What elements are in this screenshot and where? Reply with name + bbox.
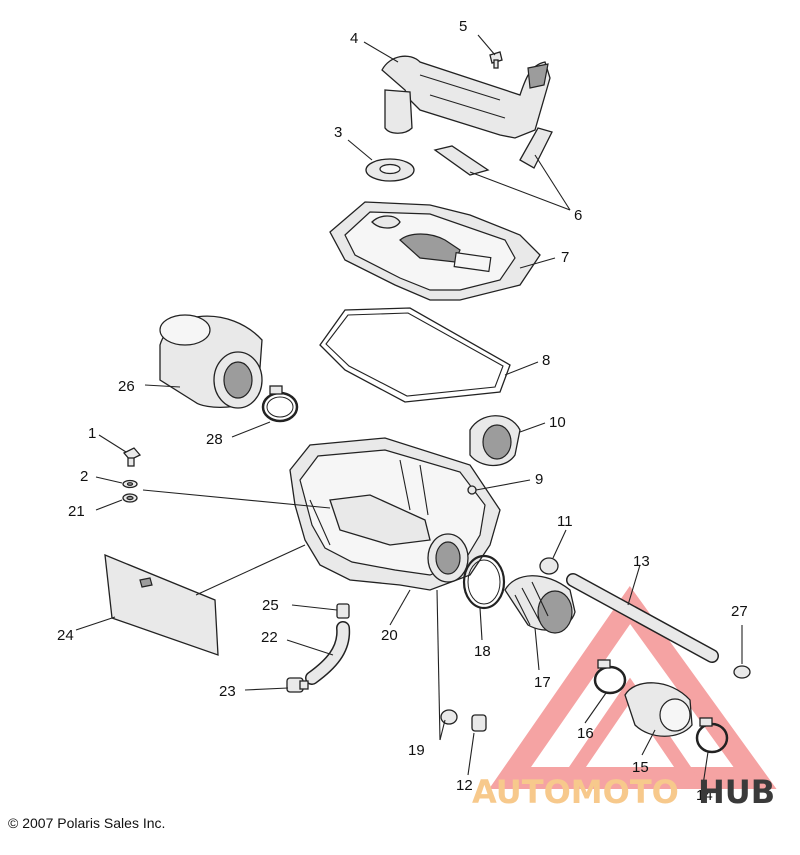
callout-10: 10	[549, 414, 566, 431]
part-8-gasket	[319, 307, 511, 403]
part-7-airbox-lid	[329, 201, 541, 301]
part-23-drain-valve	[286, 677, 309, 693]
callout-9: 9	[535, 471, 543, 488]
callout-3: 3	[334, 124, 342, 141]
callout-22: 22	[261, 629, 278, 646]
watermark-text: AUTOMOTO HUB	[472, 773, 775, 811]
callout-27: 27	[731, 603, 748, 620]
part-16-clamp	[593, 659, 627, 695]
part-26-air-filter	[159, 314, 263, 409]
part-9-screw	[467, 485, 477, 495]
callout-21: 21	[68, 503, 85, 520]
callout-6: 6	[574, 207, 582, 224]
callout-24: 24	[57, 627, 74, 644]
part-28-clamp	[261, 385, 299, 423]
callout-13: 13	[633, 553, 650, 570]
part-22-hose	[305, 621, 351, 685]
part-5-screw	[489, 51, 503, 69]
part-13-tube	[566, 573, 719, 663]
callout-14: 14	[696, 787, 713, 804]
part-19-grommet	[440, 709, 458, 725]
callout-1: 1	[88, 425, 96, 442]
watermark-text-a: AUTOMOTO	[472, 773, 679, 811]
callout-12: 12	[456, 777, 473, 794]
callout-7: 7	[561, 249, 569, 266]
part-15-coupler	[624, 682, 693, 737]
callout-25: 25	[262, 597, 279, 614]
callout-labels: 1 2 3 4 5 6 7 8 9 10 11 12 13 14 15 16 1…	[57, 18, 748, 804]
callout-17: 17	[534, 674, 551, 691]
part-25-clamp	[336, 603, 350, 619]
part-6-foam-pads	[433, 127, 553, 176]
callout-26: 26	[118, 378, 135, 395]
copyright-notice: © 2007 Polaris Sales Inc.	[8, 815, 166, 831]
part-21-grommet	[122, 493, 138, 503]
part-14-clamp	[695, 717, 729, 754]
callout-20: 20	[381, 627, 398, 644]
callout-5: 5	[459, 18, 467, 35]
part-12-sleeve	[471, 714, 487, 732]
callout-23: 23	[219, 683, 236, 700]
leader-lines	[75, 34, 743, 786]
part-10-boot	[469, 415, 521, 467]
callout-4: 4	[350, 30, 358, 47]
callout-19: 19	[408, 742, 425, 759]
part-17-outlet-boot	[504, 575, 576, 634]
callout-15: 15	[632, 759, 649, 776]
part-4-intake-snorkel	[381, 55, 551, 139]
part-2-washer	[122, 479, 138, 489]
callout-16: 16	[577, 725, 594, 742]
part-24-panel	[104, 553, 219, 656]
watermark-text-b: HUB	[698, 773, 775, 811]
callout-28: 28	[206, 431, 223, 448]
part-20-airbox-body	[289, 437, 501, 591]
part-27-cap	[733, 665, 751, 679]
part-1-bolt	[122, 447, 142, 467]
callout-8: 8	[542, 352, 550, 369]
part-11-grommet	[539, 557, 559, 575]
callout-18: 18	[474, 643, 491, 660]
callout-11: 11	[557, 513, 573, 530]
callout-2: 2	[80, 468, 88, 485]
part-18-o-ring	[462, 554, 506, 610]
part-3-seal-ring	[365, 158, 415, 182]
